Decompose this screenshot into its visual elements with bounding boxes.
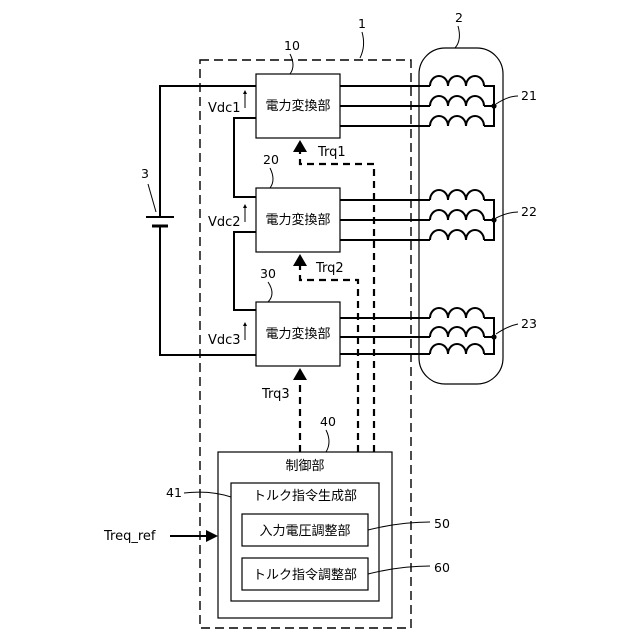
- treq-ref-label: Treq_ref: [103, 529, 156, 544]
- ref-conv3: 30: [260, 266, 276, 281]
- ref-motor: 2: [455, 10, 463, 25]
- ref-system: 1: [358, 16, 366, 31]
- trq3-arrowhead: [293, 368, 307, 380]
- leader-controller: [326, 430, 329, 452]
- input-adjust-label: 入力電圧調整部: [259, 524, 350, 539]
- leader-battery: [148, 184, 156, 212]
- phase-wires-1: [340, 86, 430, 126]
- ref-winding1: 21: [521, 88, 537, 103]
- ref-winding2: 22: [521, 204, 537, 219]
- converter-3-label: 電力変換部: [265, 326, 330, 342]
- leader-conv1: [290, 54, 293, 74]
- torque-gen-label: トルク指令生成部: [253, 489, 357, 504]
- converter-1-label: 電力変換部: [265, 98, 330, 114]
- phase-wires-3: [340, 318, 430, 354]
- vdc3-label: Vdc3: [208, 333, 241, 348]
- vdc1-label: Vdc1: [208, 101, 241, 116]
- ref-conv1: 10: [284, 38, 300, 53]
- converter-2-label: 電力変換部: [265, 212, 330, 228]
- trq2-arrowhead: [293, 254, 307, 266]
- ref-winding3: 23: [521, 316, 537, 331]
- ref-battery: 3: [141, 166, 149, 181]
- ref-conv2: 20: [263, 152, 279, 167]
- trq2-label: Trq2: [315, 261, 344, 276]
- ref-input-adjust: 50: [434, 516, 450, 531]
- series-link-1-2: [234, 118, 256, 197]
- phase-wires-2: [340, 200, 430, 240]
- leader-conv2: [270, 168, 273, 188]
- vdc2-label: Vdc2: [208, 215, 241, 230]
- leader-system: [360, 32, 364, 58]
- ref-torque-adjust: 60: [434, 560, 450, 575]
- trq1-arrowhead: [293, 140, 307, 152]
- torque-adjust-label: トルク指令調整部: [253, 568, 357, 583]
- ref-controller: 40: [320, 414, 336, 429]
- trq3-label: Trq3: [261, 387, 290, 402]
- trq1-label: Trq1: [317, 145, 346, 160]
- leader-conv3: [268, 282, 272, 302]
- ref-torque-gen: 41: [166, 485, 182, 500]
- treq-ref-arrowhead: [206, 530, 218, 542]
- controller-label: 制御部: [285, 459, 324, 474]
- series-link-2-3: [234, 232, 256, 310]
- leader-motor: [455, 26, 459, 48]
